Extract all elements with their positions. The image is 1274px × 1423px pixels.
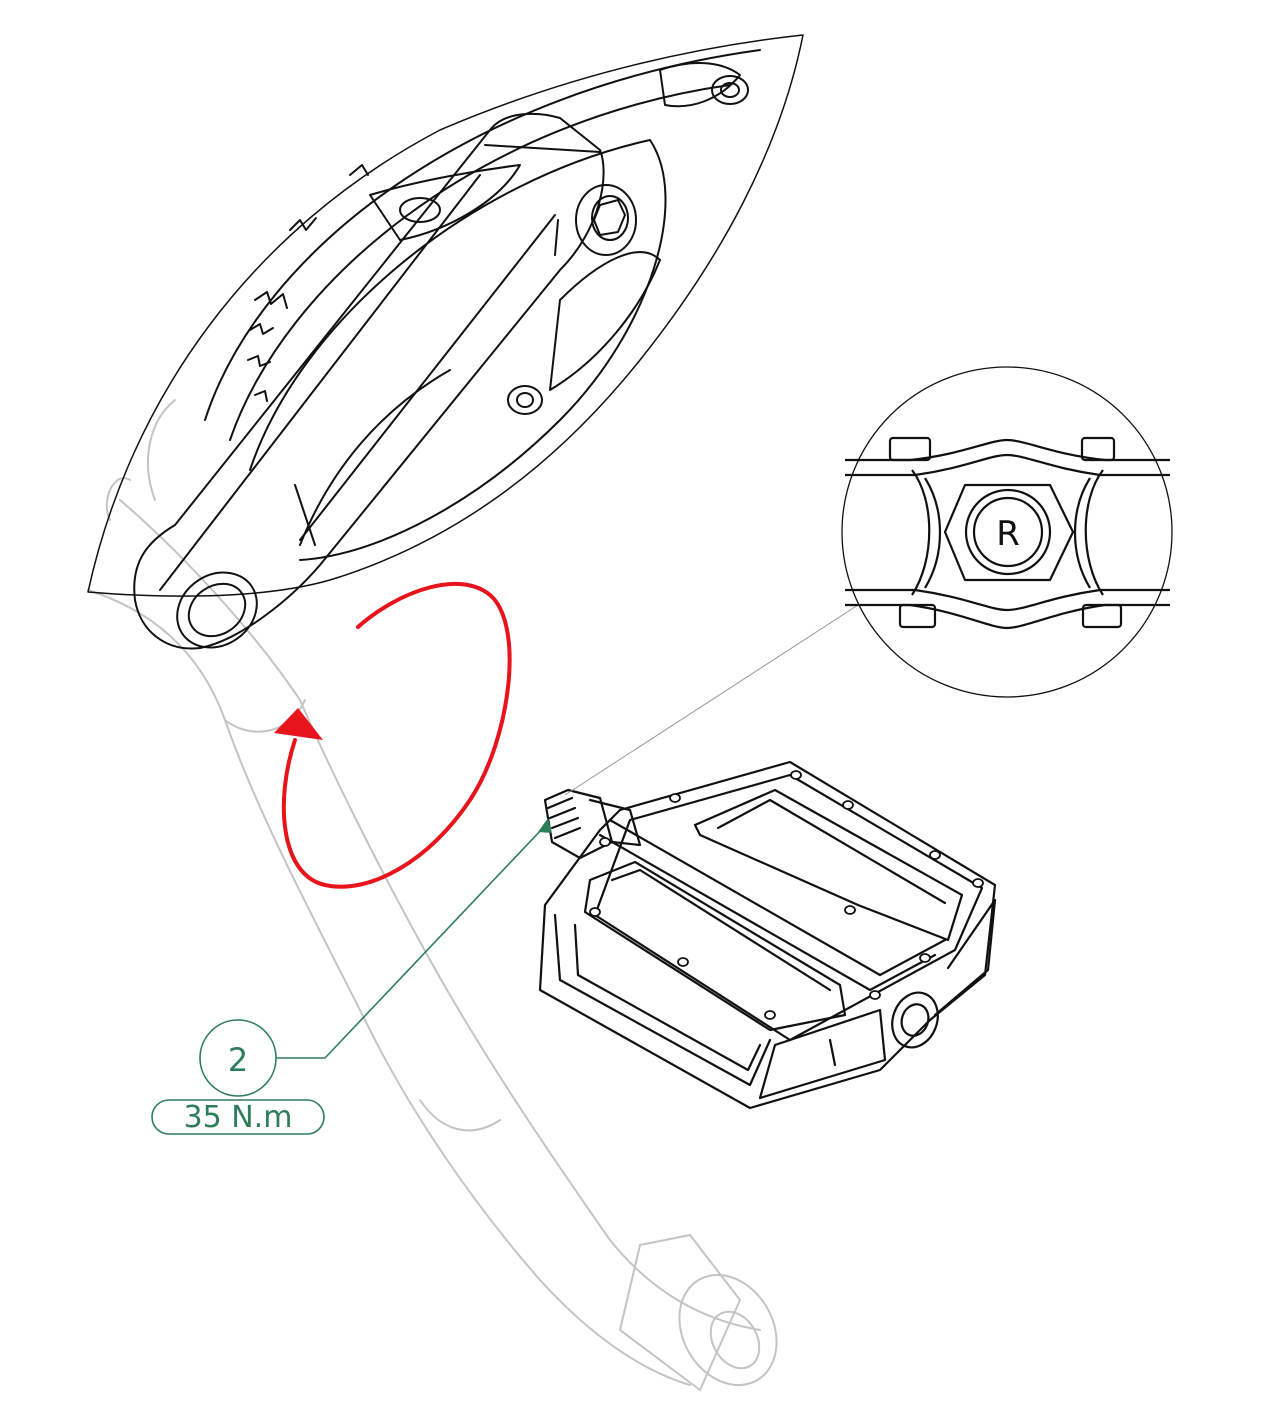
torque-value: 35 N.m: [184, 1100, 293, 1135]
rotation-arrow-head: [274, 708, 323, 740]
cutaway-outline: [87, 34, 804, 597]
pedal-body: [538, 760, 997, 1110]
pedal: [538, 760, 997, 1110]
torque-callout: 2 35 N.m: [151, 818, 552, 1135]
rotation-arrow: [274, 581, 512, 889]
pedal-pins: [589, 770, 984, 1020]
crank-arm: [133, 112, 605, 650]
detail-leader-line: [564, 604, 859, 796]
pedal-spindle: [543, 788, 642, 860]
ghost-crank-arm: [87, 399, 761, 1386]
pedal-side-marking: R: [996, 514, 1020, 554]
callout-leader: [276, 827, 544, 1059]
step-number: 2: [228, 1041, 248, 1079]
step-number-circle: [199, 1019, 277, 1097]
crankset: [87, 34, 804, 650]
crank-pedal-hole: [176, 571, 258, 649]
pedal-axle-hub: [891, 991, 939, 1049]
torque-label-frame: [151, 1099, 325, 1135]
detail-view: R: [841, 366, 1173, 698]
callout-arrow-head: [538, 818, 552, 833]
crank-bolt: [575, 184, 637, 256]
ghost-pedal-spindle: [618, 1233, 778, 1392]
